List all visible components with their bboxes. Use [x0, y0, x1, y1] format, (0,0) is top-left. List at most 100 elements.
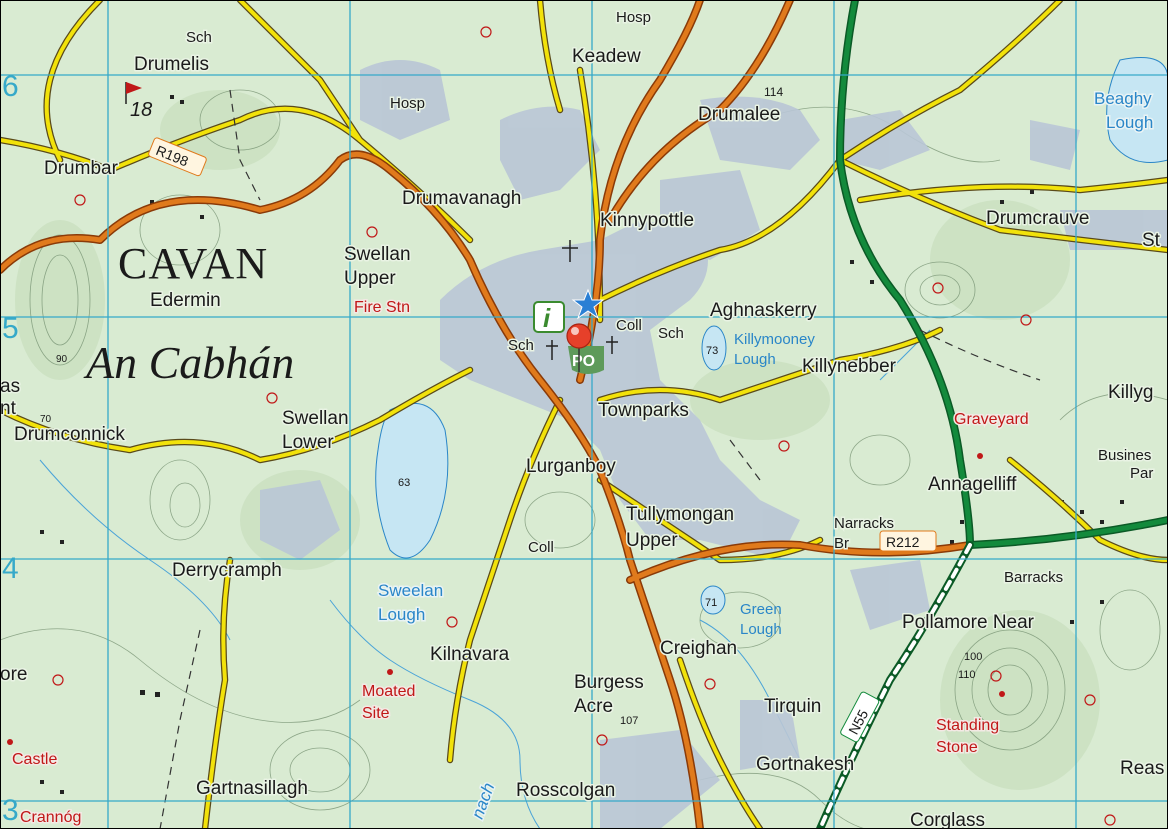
place-label: Kilnavara	[430, 644, 510, 665]
grid-edge-labels: 6 5 4 3	[2, 70, 19, 827]
post-office-icon[interactable]: PO	[568, 346, 604, 374]
beaghy-lough	[1106, 57, 1168, 163]
info-icon[interactable]: i	[533, 301, 565, 333]
place-label: ore	[0, 664, 27, 685]
antiquity-label: Graveyard	[954, 411, 1029, 428]
place-label: Br	[834, 535, 849, 552]
antiquity-label: Moated	[362, 683, 415, 700]
spot-height: 71	[705, 597, 717, 609]
spot-height: 114	[764, 85, 783, 99]
place-label: Coll	[528, 539, 554, 556]
place-label: Hosp	[390, 95, 425, 112]
county-name: CAVAN	[118, 239, 268, 288]
place-label: Tullymongan	[626, 504, 734, 525]
place-label: Drumavanagh	[402, 188, 521, 209]
place-label: Busines	[1098, 447, 1151, 464]
place-label: Drumalee	[698, 104, 780, 125]
place-label: Pollamore Near	[902, 612, 1035, 633]
place-label: Upper	[626, 530, 678, 551]
spot-height: 63	[398, 477, 410, 489]
lough-label: Lough	[734, 351, 776, 368]
place-label: Rosscolgan	[516, 780, 615, 801]
lough-label: Killymooney	[734, 331, 815, 348]
place-label: Sch	[658, 325, 684, 342]
red-labels: Fire Stn Graveyard Moated Site Standing …	[11, 298, 1031, 828]
location-marker-icon[interactable]	[566, 323, 592, 372]
antiquity-label: Standing	[936, 717, 999, 734]
place-label: Annagelliff	[928, 474, 1017, 495]
place-label: Lower	[282, 432, 334, 453]
lakes	[375, 57, 1168, 615]
national-road	[816, 0, 1168, 829]
place-label: Gartnasillagh	[196, 778, 308, 799]
svg-text:i: i	[543, 303, 551, 333]
lough-label: Green	[740, 601, 782, 618]
grid-label-4: 4	[2, 552, 19, 585]
place-label: Swellan	[344, 244, 411, 265]
place-label: Sch	[186, 29, 212, 46]
antiquity-label: Crannóg	[20, 809, 81, 826]
place-label: Lurganboy	[526, 456, 616, 477]
place-label: Upper	[344, 268, 396, 289]
place-label: Corglass	[910, 810, 985, 829]
place-label: Reas	[1120, 758, 1164, 779]
lough-label: Lough	[1106, 113, 1153, 132]
place-label: Kinnypottle	[600, 210, 694, 231]
place-label: Acre	[574, 696, 613, 717]
grid-label-6: 6	[2, 70, 19, 103]
lough-label: Lough	[378, 605, 425, 624]
spot-height: 18	[130, 99, 152, 121]
grid-label-3: 3	[2, 794, 19, 827]
spot-heights: 18 114 73 63 71 107 100 110 90 70	[40, 85, 982, 727]
svg-text:PO: PO	[572, 353, 595, 370]
place-label: Drumconnick	[14, 424, 125, 445]
place-label: Townparks	[598, 400, 689, 421]
lough-label: Sweelan	[378, 581, 443, 600]
antiquity-label: Castle	[12, 751, 57, 768]
place-label: as	[0, 376, 20, 397]
antiquity-label: Site	[362, 705, 390, 722]
place-label: Creighan	[660, 638, 737, 659]
antiquity-dots	[7, 453, 1005, 745]
spot-height: 110	[958, 669, 976, 681]
lough-label: Beaghy	[1094, 89, 1152, 108]
star-icon[interactable]	[571, 288, 605, 320]
spot-height: 70	[40, 414, 52, 425]
irish-name: An Cabhán	[83, 337, 294, 388]
place-label: Hosp	[616, 9, 651, 26]
place-label: St	[1142, 230, 1161, 251]
killymooney-lough	[701, 325, 727, 371]
place-label: Burgess	[574, 672, 644, 693]
place-label: Edermin	[150, 290, 221, 311]
spot-height: 90	[56, 354, 68, 365]
place-labels: Sch Drumelis Keadew Hosp Hosp Drumalee D…	[0, 8, 1166, 829]
place-label: Gortnakesh	[756, 754, 854, 775]
antiquity-markers	[52, 26, 1116, 826]
place-label: Aghnaskerry	[710, 300, 817, 321]
place-label: Par	[1130, 465, 1153, 482]
place-label: Coll	[616, 317, 642, 334]
church-icon	[546, 240, 618, 360]
green-lough	[700, 585, 726, 615]
place-label: Killynebber	[802, 356, 897, 377]
svg-text:R212: R212	[886, 534, 920, 550]
place-label: Drumbar	[44, 158, 119, 179]
place-label: Keadew	[572, 46, 641, 67]
spot-height: 107	[620, 715, 638, 727]
buildings	[40, 95, 1124, 794]
road-label-r212: R212	[879, 530, 937, 552]
spot-height: 73	[706, 345, 718, 357]
flag-icon	[125, 82, 142, 104]
place-label: Tirquin	[764, 696, 821, 717]
lough-63	[375, 402, 449, 559]
place-label: Sch	[508, 337, 534, 354]
spot-height: 100	[964, 651, 982, 663]
place-label: Narracks	[834, 515, 894, 532]
grid-label-5: 5	[2, 312, 19, 345]
tracks	[159, 89, 1041, 829]
place-label: Killyg	[1108, 382, 1153, 403]
water-labels: Beaghy Lough Killymooney Lough Sweelan L…	[377, 88, 1155, 639]
place-label: Drumelis	[134, 54, 209, 75]
